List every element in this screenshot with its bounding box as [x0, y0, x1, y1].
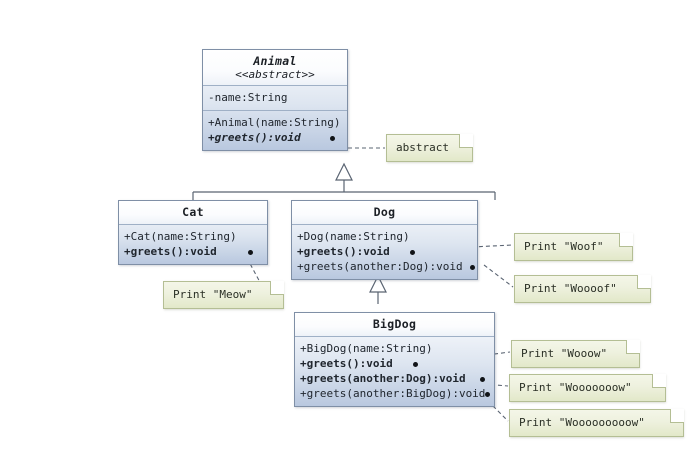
note-right-edge: [632, 246, 633, 261]
method-label: +greets(another:BigDog):void: [300, 387, 486, 400]
attribute-row: -name:String: [208, 91, 288, 104]
method-row-greets: +greets():void: [124, 244, 262, 259]
hollow-triangle-arrowhead-animal: [335, 162, 353, 181]
class-box-bigdog[interactable]: BigDog +BigDog(name:String) +greets():vo…: [294, 312, 495, 407]
class-box-animal[interactable]: Animal <<abstract>> -name:String +Animal…: [202, 49, 348, 151]
class-box-dog[interactable]: Dog +Dog(name:String) +greets():void +gr…: [291, 200, 478, 280]
note-anchor-dot: [330, 135, 335, 141]
note-text: Print "Woof": [524, 240, 604, 253]
note-abstract[interactable]: abstract: [386, 134, 473, 162]
class-header-animal: Animal <<abstract>>: [203, 50, 347, 86]
note-fold-corner: [637, 275, 651, 289]
class-name-bigdog: BigDog: [372, 317, 417, 331]
method-row-greets-overload: +greets(another:Dog):void: [297, 259, 475, 274]
note-text: abstract: [396, 141, 449, 154]
note-text: Print "Wooooooooow": [519, 416, 645, 429]
note-text: Print "Wooow": [521, 347, 608, 360]
note-anchor-dot: [410, 249, 415, 255]
note-right-edge: [683, 422, 684, 437]
note-right-edge: [665, 387, 666, 402]
method-label: +greets(another:Dog):void: [297, 260, 463, 273]
methods-compartment-dog: +Dog(name:String) +greets():void +greets…: [292, 225, 477, 279]
method-label: +greets():void: [208, 131, 301, 144]
note-right-edge: [472, 147, 473, 162]
note-woooooooooow[interactable]: Print "Wooooooooow": [509, 409, 684, 437]
note-fold-corner: [619, 233, 633, 247]
note-fold-corner: [270, 281, 284, 295]
note-text: Print "Meow": [173, 288, 253, 301]
method-row: +Cat(name:String): [124, 230, 237, 243]
note-fold-corner: [652, 374, 666, 388]
class-header-cat: Cat: [119, 201, 267, 225]
methods-compartment-bigdog: +BigDog(name:String) +greets():void +gre…: [295, 337, 494, 406]
method-row-greets-bigdog: +greets(another:BigDog):void: [300, 386, 490, 401]
class-box-cat[interactable]: Cat +Cat(name:String) +greets():void: [118, 200, 268, 265]
note-anchor-dot: [480, 376, 485, 382]
note-meow[interactable]: Print "Meow": [163, 281, 284, 309]
class-header-dog: Dog: [292, 201, 477, 225]
class-name-dog: Dog: [373, 205, 396, 219]
note-right-edge: [639, 353, 640, 368]
method-label: +greets():void: [300, 357, 393, 370]
generalization-animal: [192, 162, 496, 200]
class-name-cat: Cat: [182, 205, 204, 219]
method-row-greets: +greets():void: [300, 356, 489, 371]
note-fold-corner: [626, 340, 640, 354]
methods-compartment-animal: +Animal(name:String) +greets():void: [203, 111, 347, 150]
note-wooow[interactable]: Print "Wooow": [511, 340, 640, 368]
attributes-compartment-animal: -name:String: [203, 86, 347, 111]
note-anchor-dot: [485, 391, 490, 397]
method-row: +Animal(name:String): [208, 116, 341, 129]
generalization-dog: [369, 274, 387, 304]
method-row-greets: +greets():void: [208, 130, 342, 145]
note-right-edge: [650, 288, 651, 303]
note-anchor-dot: [470, 264, 475, 270]
note-woof[interactable]: Print "Woof": [514, 233, 633, 261]
method-row: +Dog(name:String): [297, 230, 410, 243]
methods-compartment-cat: +Cat(name:String) +greets():void: [119, 225, 267, 264]
note-wooooooow[interactable]: Print "Wooooooow": [509, 374, 666, 402]
method-row-greets: +greets():void: [297, 244, 472, 259]
method-row-greets-dog: +greets(another:Dog):void: [300, 371, 489, 386]
class-stereotype-animal: <<abstract>>: [235, 68, 315, 81]
note-text: Print "Wooooooow": [519, 381, 632, 394]
note-anchor-dot: [248, 249, 253, 255]
class-header-bigdog: BigDog: [295, 313, 494, 337]
note-woooof[interactable]: Print "Woooof": [514, 275, 651, 303]
note-fold-corner: [670, 409, 684, 423]
note-fold-corner: [459, 134, 473, 148]
note-right-edge: [283, 294, 284, 309]
note-anchor-dot: [413, 361, 418, 367]
note-text: Print "Woooof": [524, 282, 617, 295]
method-label: +greets(another:Dog):void: [300, 372, 466, 385]
method-label: +greets():void: [124, 245, 217, 258]
class-name-animal: Animal: [253, 54, 297, 68]
note-link-woooof: [483, 264, 514, 288]
method-label: +greets():void: [297, 245, 390, 258]
method-row: +BigDog(name:String): [300, 342, 433, 355]
